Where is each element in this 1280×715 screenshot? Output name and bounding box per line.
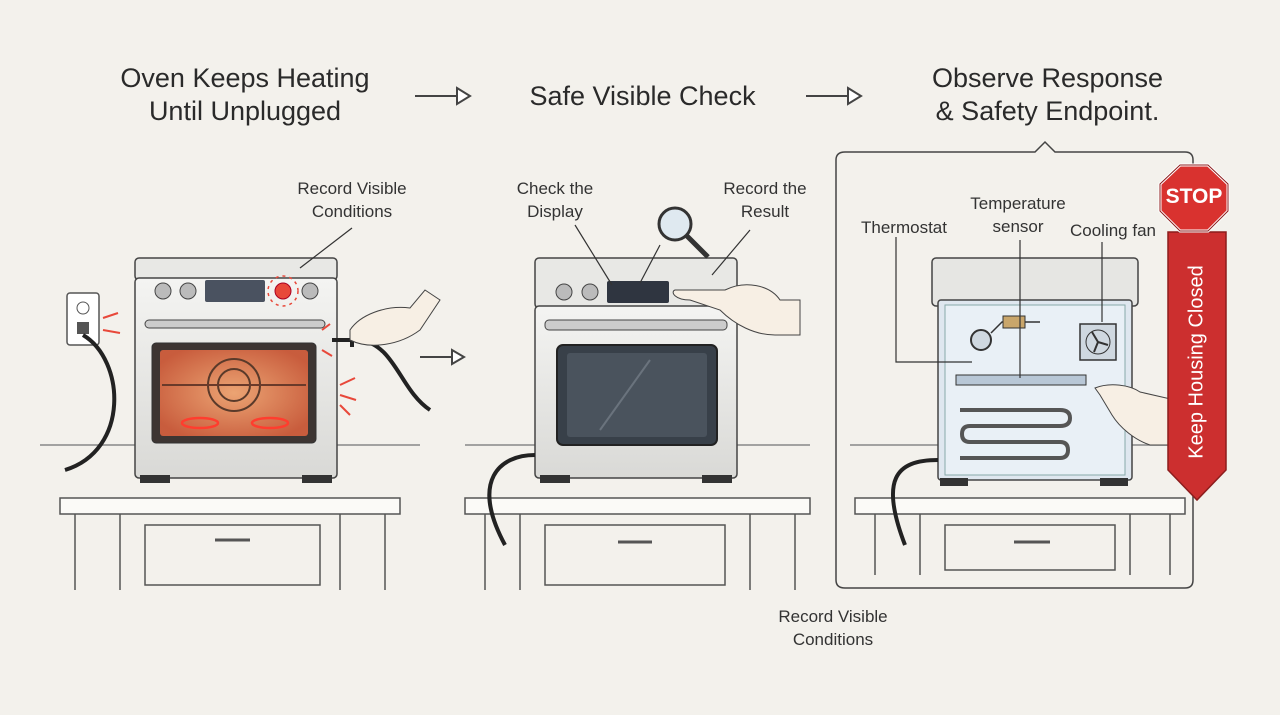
pointing-hand-icon: [672, 284, 801, 336]
step-3-title: Observe Response & Safety Endpoint.: [931, 63, 1164, 126]
step-1-note: Record Visible Conditions: [297, 179, 407, 221]
temperature-sensor-label: Temperature sensor: [970, 194, 1066, 236]
magnifier-icon: [657, 206, 710, 259]
leader-lines-3: [895, 237, 1103, 378]
step-2-note-right: Record the Result: [723, 179, 807, 221]
counter-2: [464, 497, 811, 590]
stop-sign-icon: [1158, 163, 1230, 233]
wall-outlet-icon: [64, 292, 121, 472]
step-1-title: Oven Keeps Heating Until Unplugged: [120, 63, 370, 126]
step-2-note-left: Check the Display: [516, 179, 594, 221]
oven-3-xray: [890, 257, 1139, 546]
flow-arrow-1: [415, 86, 472, 106]
keep-housing-closed-banner: Keep Housing Closed: [1168, 242, 1226, 482]
hand-unplugging-icon: [321, 289, 441, 412]
stop-sign-text: STOP: [1165, 185, 1223, 208]
banner-text: Keep Housing Closed: [1185, 265, 1208, 459]
flow-arrow-2: [806, 86, 863, 106]
cooling-fan-label: Cooling fan: [1069, 221, 1156, 240]
leader-line: [299, 227, 353, 269]
oven-2: [487, 257, 738, 546]
oven-1-hot: [134, 257, 357, 483]
step-2-title: Safe Visible Check: [529, 81, 756, 111]
bottom-note: Record Visible Conditions: [778, 607, 888, 649]
counter-1: [59, 497, 401, 590]
counter-3: [854, 497, 1186, 575]
leader-lines-2: [574, 224, 751, 286]
pointing-hand-3-icon: [1094, 384, 1176, 446]
safety-banner: [1167, 231, 1227, 502]
flow-arrow-mid: [420, 348, 466, 366]
thermostat-label: Thermostat: [861, 218, 947, 237]
endpoint-frame: [835, 140, 1194, 589]
